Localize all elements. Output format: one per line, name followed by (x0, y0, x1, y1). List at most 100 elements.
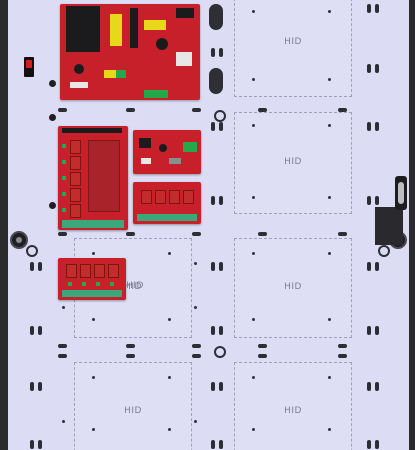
relay (80, 264, 91, 278)
hid-zone-bottom-right[interactable]: HID (234, 362, 352, 450)
screw-hole (194, 306, 197, 309)
terminal-block (137, 214, 197, 221)
hid-zone-top-right[interactable]: HID (234, 0, 352, 97)
mounting-hole (126, 108, 135, 112)
mounting-hole-icon (26, 245, 38, 257)
screw-hole (168, 428, 171, 431)
mounting-hole (38, 382, 42, 391)
mounting-slot (209, 68, 223, 94)
hid-label: HID (284, 406, 302, 416)
capacitor (144, 20, 166, 30)
screw-hole (328, 376, 331, 379)
mounting-hole (30, 262, 34, 271)
mounting-hole (192, 354, 201, 358)
screw-hole (328, 10, 331, 13)
mounting-hole (211, 262, 215, 271)
mounting-hole (211, 382, 215, 391)
relay-board-middle[interactable] (133, 182, 201, 224)
enclosure-right-frame (409, 0, 415, 450)
resistor-array (169, 158, 181, 164)
screw-hole (252, 196, 255, 199)
led (68, 282, 72, 286)
screw-hole (252, 10, 255, 13)
mounting-hole (338, 232, 347, 236)
ic-chip (139, 138, 151, 148)
mounting-hole (38, 262, 42, 271)
mounting-hole (375, 326, 379, 335)
relay (155, 190, 166, 204)
screw-hole (252, 428, 255, 431)
relay (108, 264, 119, 278)
door-latch-icon[interactable] (395, 176, 407, 210)
screw-hole (252, 252, 255, 255)
mounting-hole-icon (214, 110, 226, 122)
relay (70, 156, 81, 170)
electrolytic-cap (74, 64, 84, 74)
mounting-hole (192, 344, 201, 348)
mounting-hole (58, 108, 67, 112)
screw-hole (328, 78, 331, 81)
mounting-hole (219, 196, 223, 205)
screw-hole (328, 124, 331, 127)
mounting-hole (367, 440, 371, 449)
mounting-hole (338, 108, 347, 112)
mounting-hole (30, 326, 34, 335)
mounting-hole (367, 382, 371, 391)
screw-hole (168, 252, 171, 255)
screw-hole (92, 318, 95, 321)
door-latch-housing (375, 207, 403, 245)
power-supply-board[interactable] (60, 4, 200, 100)
led (62, 208, 66, 212)
mounting-hole (367, 4, 371, 13)
led (110, 282, 114, 286)
mounting-hole (219, 440, 223, 449)
led (62, 160, 66, 164)
electrolytic-cap (156, 38, 168, 50)
relay (66, 264, 77, 278)
mounting-hole-icon (378, 245, 390, 257)
screw-hole (328, 252, 331, 255)
screw-hole (62, 306, 65, 309)
screw-hole (168, 318, 171, 321)
mounting-hole (367, 64, 371, 73)
hid-label: HID (124, 406, 142, 416)
mounting-hole (258, 354, 267, 358)
mounting-hole (338, 344, 347, 348)
enclosure-left-frame (0, 0, 8, 450)
mounting-hole (219, 262, 223, 271)
power-switch-icon[interactable] (24, 57, 34, 77)
mounting-hole (126, 354, 135, 358)
mounting-hole (126, 344, 135, 348)
header-strip (62, 128, 122, 133)
mounting-hole (211, 196, 215, 205)
screw-hole (328, 428, 331, 431)
access-controller-board[interactable] (58, 126, 128, 230)
terminal-block (62, 220, 124, 228)
terminal-block (183, 142, 197, 152)
mounting-hole (375, 64, 379, 73)
hid-zone-bottom-left[interactable]: HID (74, 362, 192, 450)
hid-label: HID (284, 282, 302, 292)
relay (70, 140, 81, 154)
relay (183, 190, 194, 204)
mounting-hole (258, 108, 267, 112)
mounting-slot (209, 4, 223, 30)
relay (141, 190, 152, 204)
hid-label: HID (124, 282, 142, 292)
fuse (104, 70, 116, 78)
connector (70, 82, 88, 88)
heatsink (130, 8, 138, 48)
mounting-hole (211, 440, 215, 449)
mounting-hole (367, 196, 371, 205)
relay (70, 172, 81, 186)
mounting-hole (58, 354, 67, 358)
mounting-hole (58, 232, 67, 236)
hid-label: HID (284, 157, 302, 167)
relay-board-lower[interactable] (58, 258, 126, 300)
led (96, 282, 100, 286)
mounting-hole (30, 440, 34, 449)
mounting-hole-icon (214, 346, 226, 358)
relay-board-upper[interactable] (133, 130, 201, 174)
screw-hole (252, 124, 255, 127)
